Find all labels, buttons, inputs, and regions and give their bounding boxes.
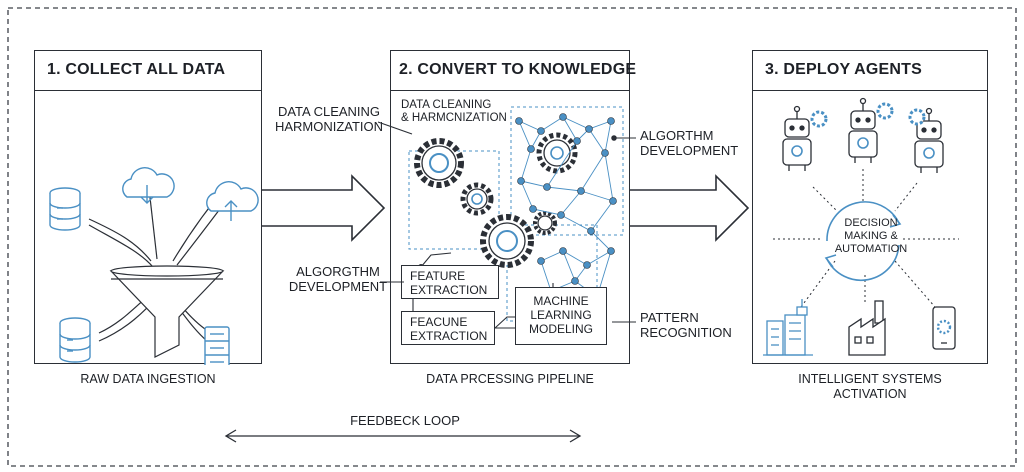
feacune-box-line2: EXTRACTION — [410, 329, 488, 343]
factory-icon — [848, 300, 886, 356]
ml-box-line1: MACHINE — [533, 294, 589, 308]
panel-convert-title: 2. CONVERT TO KNOWLEDGE — [399, 61, 637, 78]
panel-collect-header: 1. COLLECT ALL DATA — [35, 51, 261, 91]
ml-box-line3: MODELING — [528, 322, 593, 336]
database-icon — [59, 317, 91, 363]
flow-arrow-1 — [262, 174, 386, 242]
feature-box-line2: EXTRACTION — [410, 283, 488, 297]
decision-line2: MAKING & — [844, 230, 898, 242]
gear-icon — [533, 211, 557, 235]
algorithm-left-line1: ALGORGTHM — [296, 264, 380, 279]
algorithm-right-label: ALGORTHM DEVELOPMENT — [640, 128, 738, 158]
decision-line3: AUTOMATION — [834, 243, 908, 255]
feacune-extraction-box: FEACUNE EXTRACTION — [401, 311, 495, 345]
panel-collect-data: 1. COLLECT ALL DATA — [34, 50, 262, 365]
cleaning-outer-line1: DATA CLEANING — [277, 104, 381, 119]
panel-collect-caption: RAW DATA INGESTION — [80, 372, 216, 386]
panel-convert-knowledge: 2. CONVERT TO KNOWLEDGE — [390, 50, 636, 364]
feacune-box-line1: FEACUNE — [410, 315, 468, 329]
robot-icon — [782, 105, 828, 171]
phone-icon — [932, 306, 956, 350]
agents-illustration — [763, 97, 959, 356]
robot-icon — [848, 97, 894, 163]
flow-arrow-2 — [630, 174, 750, 242]
ml-box-line2: LEARNING — [530, 308, 592, 322]
ingestion-illustration — [49, 167, 259, 365]
pattern-line2: RECOGNITION — [640, 325, 732, 340]
panel-convert-caption: DATA PRCESSING PIPELINE — [426, 372, 594, 386]
database-icon — [49, 187, 81, 231]
cleaning-outer-label: DATA CLEANING HARMONIZATION — [268, 104, 390, 134]
panel-convert-header: 2. CONVERT TO KNOWLEDGE — [391, 51, 636, 91]
cleaning-outer-line2: HARMONIZATION — [274, 119, 384, 134]
gear-icon — [414, 138, 464, 188]
cleaning-inner-line1: DATA CLEANING — [401, 99, 492, 111]
algorithm-left-line2: DEVELOPMENT — [288, 279, 388, 294]
feedback-loop-label: FEEDBECK LOOP — [350, 413, 460, 428]
panel-deploy-caption: INTELLIGENT SYSTEMS ACTIVATION — [752, 372, 988, 402]
decision-label: DECISION MAKING & AUTOMATION — [831, 217, 911, 256]
city-icon — [763, 299, 813, 356]
feature-extraction-box: FEATURE EXTRACTION — [401, 265, 499, 299]
cloud-upload-icon — [206, 181, 259, 221]
algorithm-right-line2: DEVELOPMENT — [640, 143, 739, 158]
panel-deploy-header: 3. DEPLOY AGENTS — [753, 51, 987, 91]
cleaning-inner-label: DATA CLEANING & HARMCNIZATION — [401, 99, 507, 125]
server-icon — [204, 326, 230, 365]
deploy-caption-line2: ACTIVATION — [833, 387, 907, 401]
algorithm-right-line1: ALGORTHM — [640, 128, 714, 143]
panel-deploy-agents: 3. DEPLOY AGENTS — [752, 50, 988, 364]
decision-line1: DECISION — [844, 217, 898, 229]
cloud-download-icon — [122, 167, 175, 204]
machine-learning-box: MACHINE LEARNING MODELING — [515, 287, 607, 345]
robot-icon — [908, 107, 944, 173]
feature-box-line1: FEATURE — [410, 269, 466, 283]
panel-collect-title: 1. COLLECT ALL DATA — [47, 61, 226, 78]
deploy-caption-line1: INTELLIGENT SYSTEMS — [798, 372, 942, 386]
cleaning-inner-line2: & HARMCNIZATION — [401, 112, 507, 124]
panel-deploy-title: 3. DEPLOY AGENTS — [765, 61, 923, 78]
pattern-line1: PATTERN — [640, 310, 699, 325]
pattern-label: PATTERN RECOGNITION — [640, 310, 732, 340]
cycle-arrows-icon — [824, 201, 902, 281]
algorithm-left-label: ALGORGTHM DEVELOPMENT — [286, 264, 390, 294]
gear-icon — [480, 214, 534, 268]
gear-icon — [460, 182, 494, 216]
